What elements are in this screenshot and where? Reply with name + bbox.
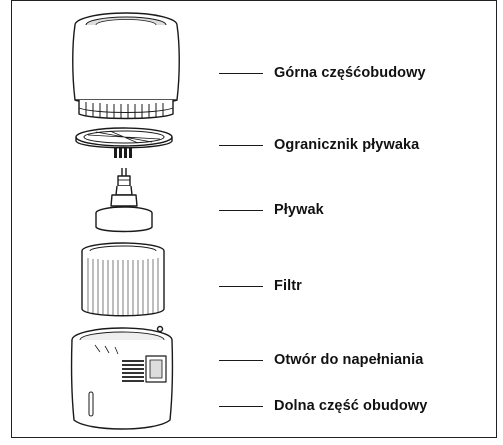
leader-line [219,359,263,361]
leader-line [219,285,263,287]
leader-line [219,144,263,146]
label-lower-housing: Dolna część obudowy [274,398,428,414]
filter-drawing [81,242,165,317]
label-upper-housing: Górna częśćobudowy [274,65,426,81]
callout-filter: Filtr [219,276,302,296]
callout-upper-housing: Górna częśćobudowy [219,63,426,83]
leader-line [219,209,263,211]
callout-fill-opening: Otwór do napełniania [219,350,423,370]
callout-float: Pływak [219,200,324,220]
float-limiter-drawing [75,127,173,158]
callout-float-limiter: Ogranicznik pływaka [219,135,419,155]
label-float: Pływak [274,202,324,218]
upper-housing-drawing [72,12,180,120]
label-float-limiter: Ogranicznik pływaka [274,137,420,153]
label-fill-opening: Otwór do napełniania [274,352,424,368]
callout-lower-housing: Dolna część obudowy [219,396,427,416]
lower-housing-drawing [70,325,174,430]
leader-line [219,72,263,74]
leader-line [219,405,263,407]
label-filter: Filtr [274,278,302,294]
float-drawing [95,168,153,233]
